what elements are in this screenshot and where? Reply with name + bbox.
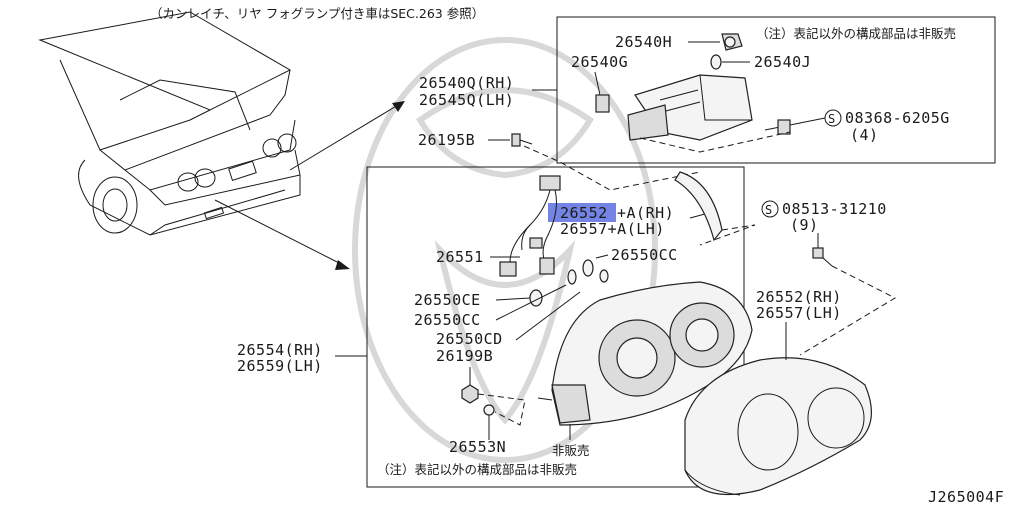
car-illustration (38, 11, 301, 236)
fog-lamp-housing (627, 74, 753, 141)
diagram-code: J265004F (928, 488, 1004, 506)
label-26540Q: 26540Q(RH) (419, 74, 514, 92)
trim-26552A (674, 171, 723, 242)
bulb-socket-26540H (721, 33, 743, 51)
wiring-harness-26551 (499, 175, 561, 277)
label-26559: 26559(LH) (237, 357, 323, 375)
label-26552-number[interactable]: 26552 (560, 204, 608, 222)
screw-08368 (764, 119, 791, 135)
label-26550CE: 26550CE (414, 291, 481, 309)
screw-symbol-08513: S (761, 200, 779, 218)
main-note: （注）表記以外の構成部品は非販売 (377, 462, 577, 477)
label-26551: 26551 (436, 248, 484, 266)
screw-26195B (511, 133, 533, 147)
highlight-26552[interactable] (548, 203, 616, 222)
label-26557A: 26557+A(LH) (560, 220, 665, 238)
label-26195B: 26195B (418, 131, 475, 149)
label-26550CC-a: 26550CC (611, 246, 678, 264)
label-26545Q: 26545Q(LH) (419, 91, 514, 109)
not-sold-label: 非販売 (552, 443, 590, 458)
label-26540G: 26540G (571, 53, 628, 71)
nut-26199B (461, 384, 479, 404)
rear-combination-lamp-26554 (537, 281, 753, 426)
label-26550CD: 26550CD (436, 330, 503, 348)
lamp-finisher-26552 (684, 357, 872, 496)
watermark-emblem (352, 37, 658, 463)
label-26553N: 26553N (449, 438, 506, 456)
washer-26553N (483, 404, 495, 416)
label-26557-LH: 26557(LH) (756, 304, 842, 322)
label-26540H: 26540H (615, 33, 672, 51)
gasket-26540G (595, 94, 610, 113)
label-08513: 08513-31210 (782, 200, 887, 218)
label-26554: 26554(RH) (237, 341, 323, 359)
svg-text:S: S (828, 112, 836, 126)
label-08368-qty: (4) (850, 126, 879, 144)
inset-note: （注）表記以外の構成部品は非販売 (756, 26, 956, 41)
label-26552-RH: 26552(RH) (756, 288, 842, 306)
leader-arrows (214, 101, 405, 270)
screw-08513 (812, 247, 833, 267)
label-08513-qty: (9) (790, 216, 819, 234)
label-26550CC-b: 26550CC (414, 311, 481, 329)
bulb-26540J (710, 54, 722, 70)
label-26540J: 26540J (754, 53, 811, 71)
header-note: （カンレイチ、リヤ フォグランプ付き車はSEC.263 参照） (150, 6, 484, 21)
svg-text:S: S (765, 203, 773, 217)
label-26552-suffix: +A(RH) (617, 204, 674, 222)
label-08368: 08368-6205G (845, 109, 950, 127)
label-26199B: 26199B (436, 347, 493, 365)
screw-symbol-08368: S (824, 109, 842, 127)
